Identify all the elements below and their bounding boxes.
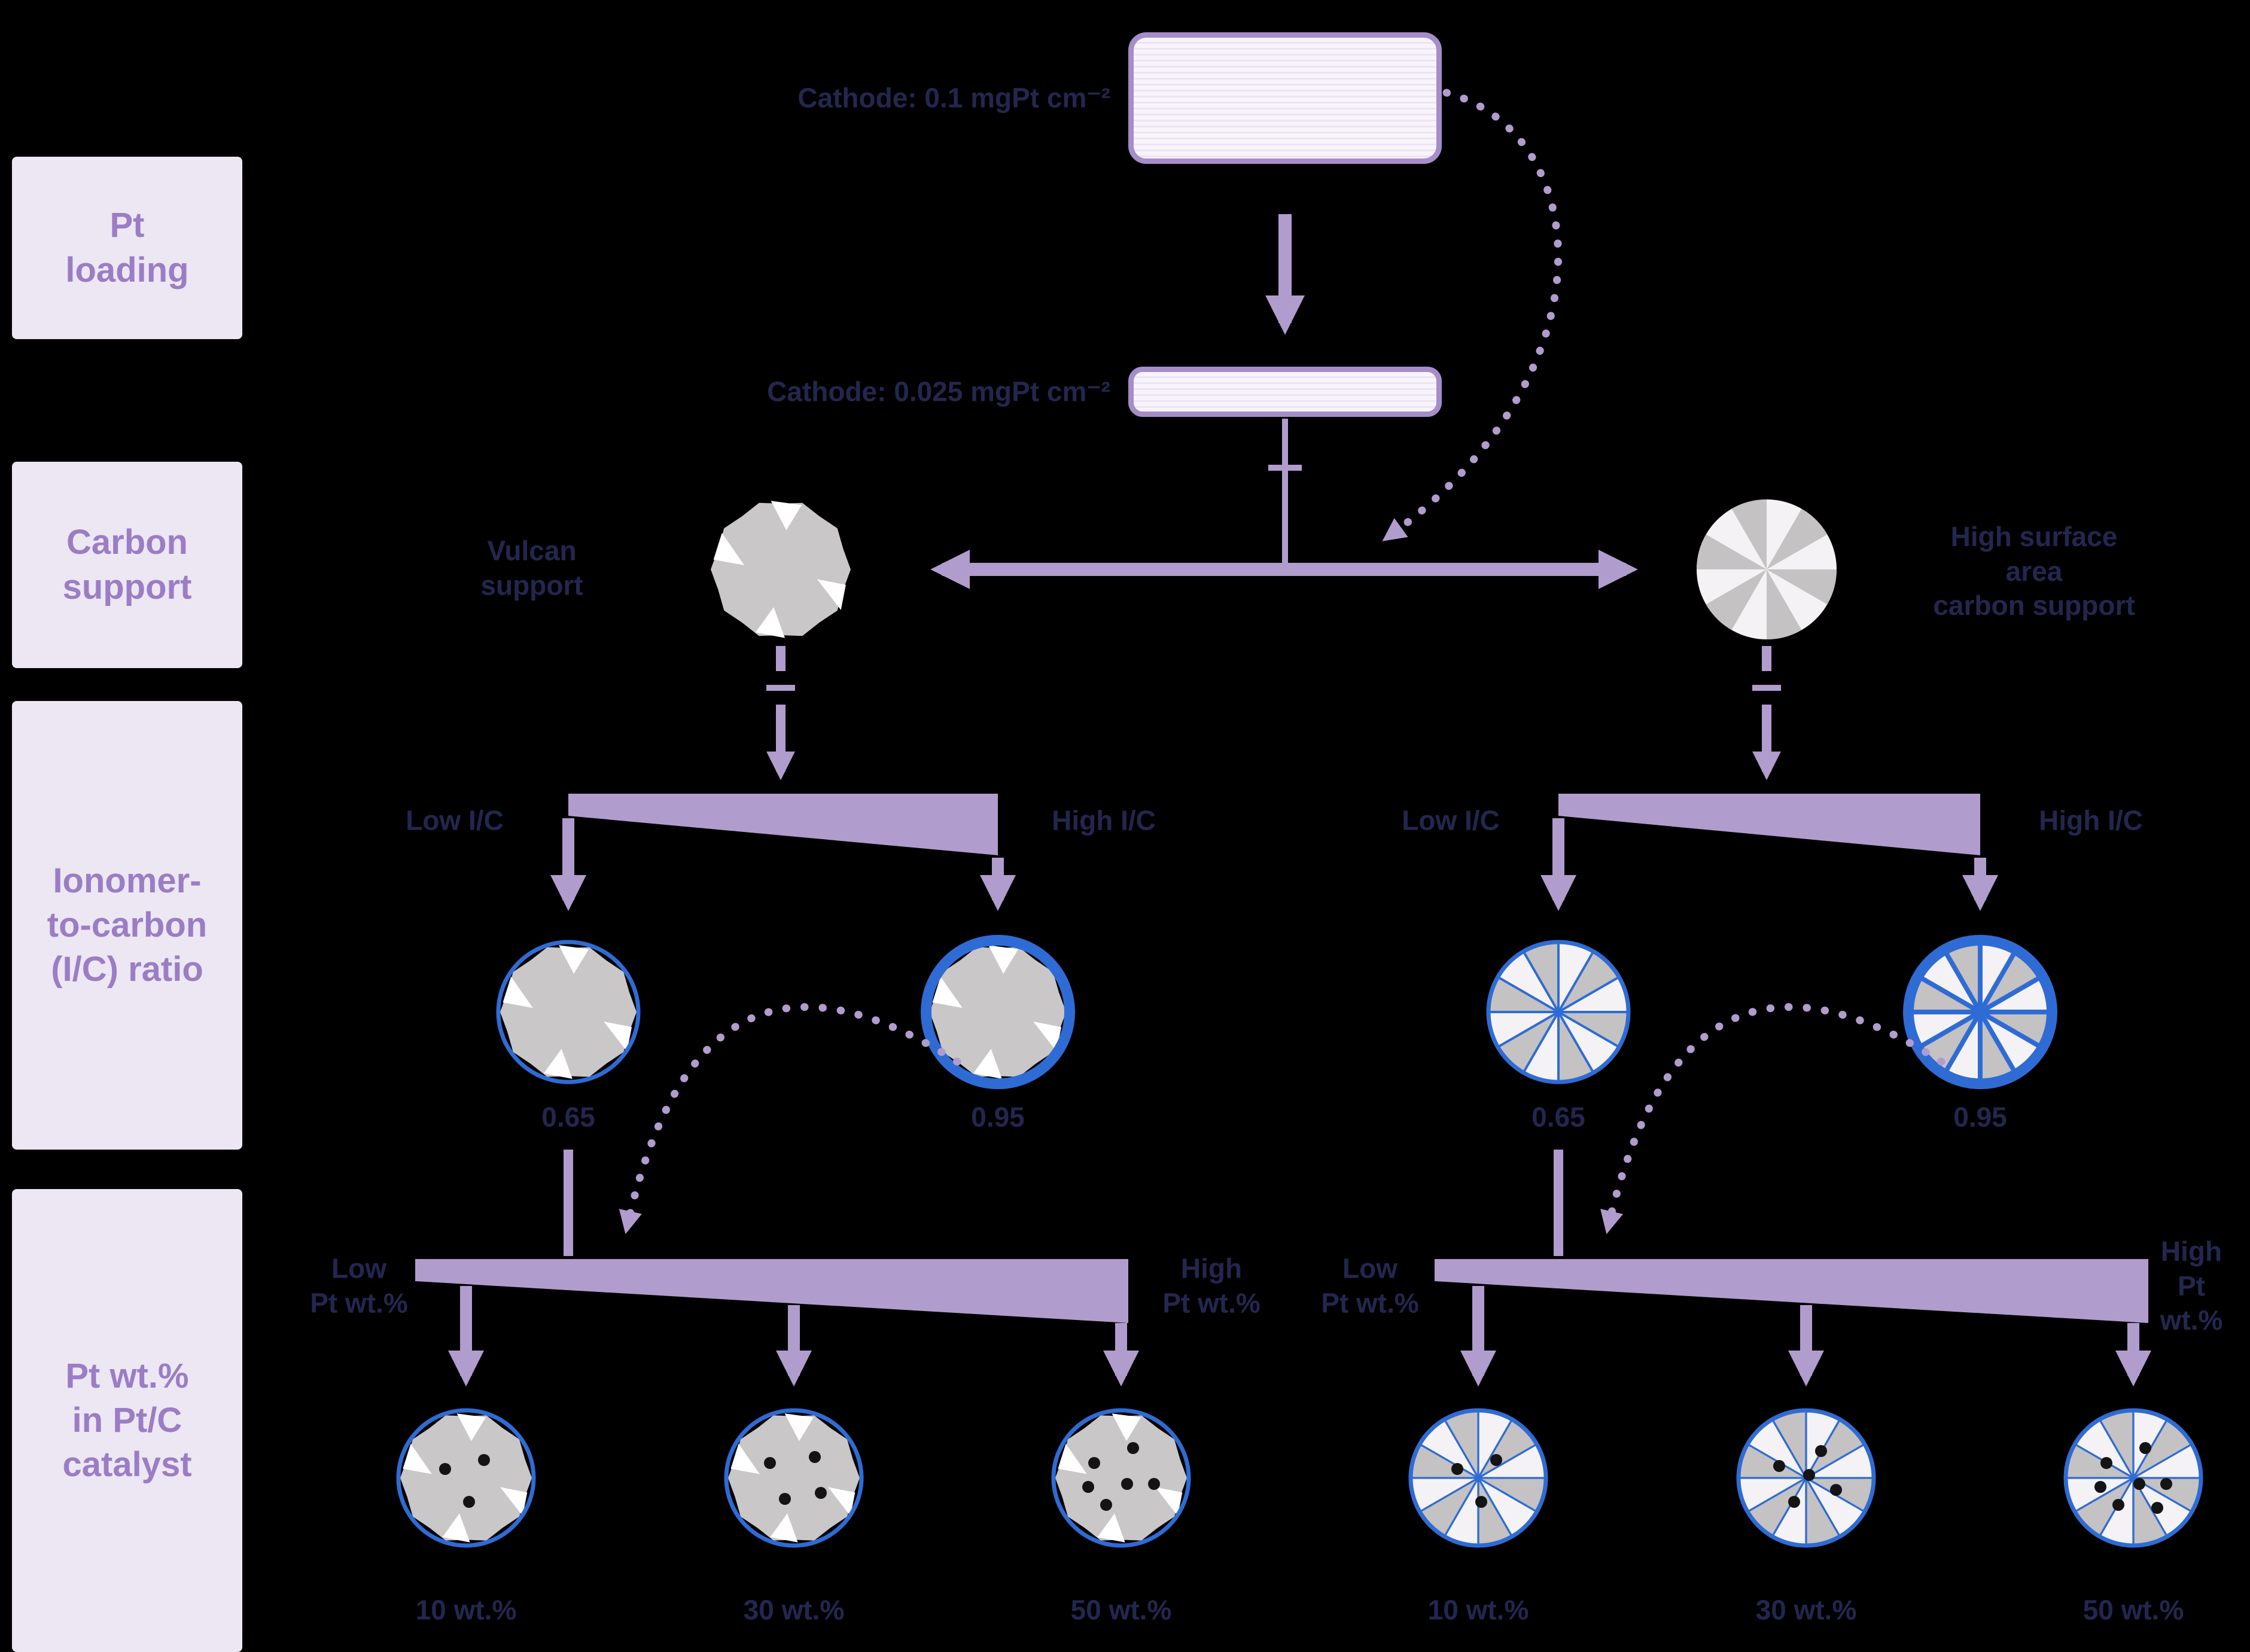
hsc-support-label: High surface area carbon support: [1933, 520, 2135, 621]
ptwt-low-label-left: Low Pt wt.%: [310, 1252, 408, 1319]
ptwt-low-label-right: Low Pt wt.%: [1321, 1252, 1419, 1319]
vulcan-high-ic-icon: [921, 935, 1075, 1089]
vulcan-low-ic-icon: [496, 940, 641, 1084]
ic-high-label-right: High I/C: [2039, 804, 2143, 836]
ic-value-right-low: 0.65: [1532, 1101, 1585, 1133]
ic-high-label-left: High I/C: [1052, 804, 1156, 836]
ic-dotted-arrow-left: [619, 1003, 961, 1235]
low-loading-box: [1128, 367, 1442, 417]
sidebar-item-pt-wt: Pt wt.% in Pt/C catalyst: [12, 1189, 242, 1652]
ic-dotted-arrow-right: [1600, 1003, 1945, 1235]
hsc-low-ic-icon: [1486, 940, 1631, 1084]
ptwt-value-right-2: 30 wt.%: [1755, 1594, 1857, 1626]
sidebar-item-pt-loading: Pt loading: [12, 157, 242, 339]
high-loading-label: Cathode: 0.1 mgPt cm⁻²: [797, 82, 1110, 114]
ptc-vulcan-mid-icon: [724, 1408, 864, 1548]
ptc-hsc-high-icon: [2063, 1408, 2203, 1548]
high-loading-box: [1128, 32, 1442, 164]
sidebar-item-carbon-support: Carbon support: [12, 462, 242, 668]
ic-wedge-left: [568, 794, 998, 855]
hsc-high-ic-icon: [1903, 935, 2057, 1089]
ptc-vulcan-low-icon: [396, 1408, 536, 1548]
hsc-carbon-icon: [1697, 499, 1837, 639]
sidebar-item-ic-ratio: Ionomer- to-carbon (I/C) ratio: [12, 701, 242, 1150]
ic-low-label-right: Low I/C: [1402, 804, 1500, 836]
loading-dotted-arrow: [1382, 89, 1562, 541]
vulcan-stem-arrow: [766, 646, 795, 781]
ptc-hsc-mid-icon: [1736, 1408, 1876, 1548]
vulcan-support-label: Vulcan support: [480, 535, 583, 601]
vulcan-carbon-icon: [711, 501, 851, 638]
ptwt-wedge-right: [1435, 1259, 2148, 1323]
ptwt-wedge-left: [415, 1259, 1128, 1323]
ic-wedge-right: [1558, 794, 1980, 855]
low-loading-label: Cathode: 0.025 mgPt cm⁻²: [767, 376, 1110, 407]
ptwt-value-left-1: 10 wt.%: [415, 1594, 517, 1626]
ic-value-right-high: 0.95: [1953, 1101, 2007, 1133]
ic-value-left-high: 0.95: [971, 1101, 1025, 1133]
ptwt-value-left-2: 30 wt.%: [743, 1594, 845, 1626]
ic-low-label-left: Low I/C: [406, 804, 504, 836]
ptwt-value-right-1: 10 wt.%: [1427, 1594, 1529, 1626]
ptc-hsc-low-icon: [1408, 1408, 1548, 1548]
ptwt-high-label-left: High Pt wt.%: [1162, 1252, 1261, 1319]
ptc-vulcan-high-icon: [1051, 1408, 1191, 1548]
ptwt-high-label-right: High Pt wt.%: [2160, 1235, 2223, 1336]
ptwt-value-right-3: 50 wt.%: [2082, 1594, 2184, 1626]
ic-value-left-low: 0.65: [541, 1101, 595, 1133]
ptwt-value-left-3: 50 wt.%: [1070, 1594, 1172, 1626]
hsc-stem-arrow: [1752, 646, 1781, 781]
